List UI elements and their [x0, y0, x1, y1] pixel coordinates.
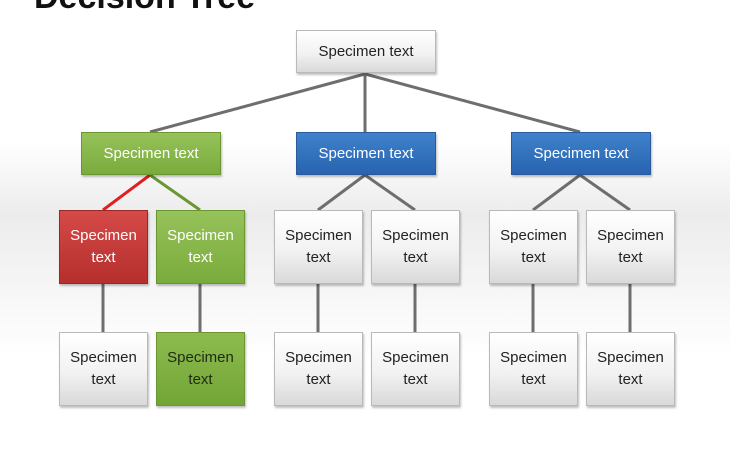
page-title: Decision Tree	[34, 0, 255, 17]
leaf-node-mid-b[interactable]: Specimen text	[371, 210, 460, 284]
leaf-node-mid-a[interactable]: Specimen text	[274, 210, 363, 284]
leaf-node-right-a[interactable]: Specimen text	[489, 210, 578, 284]
connector-green-red	[102, 173, 151, 212]
connector-blue-mid-b	[364, 173, 416, 212]
branch-node-blue-middle[interactable]: Specimen text	[296, 132, 436, 175]
connector-root-blue-right	[364, 72, 581, 134]
leaf-node-right-b[interactable]: Specimen text	[586, 210, 675, 284]
leaf-node-red[interactable]: Specimen text	[59, 210, 148, 284]
outcome-node-mid-a[interactable]: Specimen text	[274, 332, 363, 406]
outcome-node-left-a[interactable]: Specimen text	[59, 332, 148, 406]
branch-node-blue-right[interactable]: Specimen text	[511, 132, 651, 175]
connector-green-green	[149, 173, 201, 212]
root-node[interactable]: Specimen text	[296, 30, 436, 73]
connector-root-green	[149, 72, 366, 134]
connector-blue-right-a	[532, 173, 581, 212]
branch-node-green[interactable]: Specimen text	[81, 132, 221, 175]
outcome-node-green[interactable]: Specimen text	[156, 332, 245, 406]
leaf-node-green[interactable]: Specimen text	[156, 210, 245, 284]
outcome-node-right-b[interactable]: Specimen text	[586, 332, 675, 406]
connector-blue-mid-a	[317, 173, 366, 212]
outcome-node-right-a[interactable]: Specimen text	[489, 332, 578, 406]
connector-blue-right-b	[579, 173, 631, 212]
outcome-node-mid-b[interactable]: Specimen text	[371, 332, 460, 406]
